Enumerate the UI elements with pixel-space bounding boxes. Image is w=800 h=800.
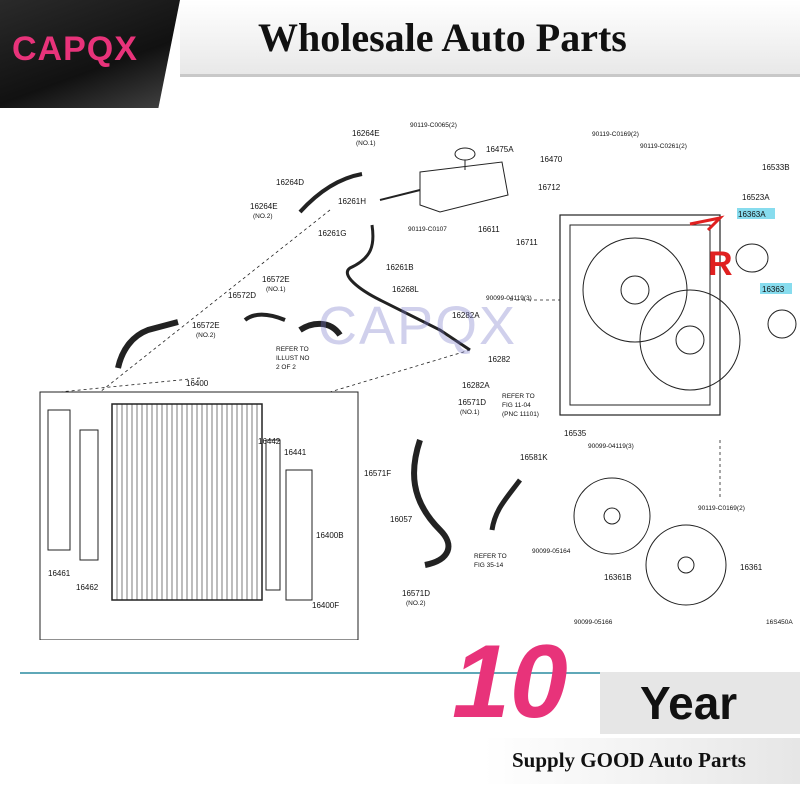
- label-16462: 16462: [76, 583, 99, 592]
- watermark: CAPQX: [318, 296, 518, 356]
- label-16571d-2: 16571D: [402, 589, 430, 598]
- fan-left-ring: [582, 237, 688, 343]
- year-label: Year: [640, 677, 738, 729]
- label-16441: 16441: [284, 448, 307, 457]
- tagline-bar: [484, 738, 800, 784]
- label-16361b: 16361B: [604, 573, 632, 582]
- label-16461: 16461: [48, 569, 71, 578]
- label-90119-c0169-top: 90119-C0169(2): [592, 131, 639, 138]
- label-16571d-1-note: (NO.1): [460, 409, 480, 416]
- label-diagram-code: 16S450A: [766, 619, 793, 626]
- label-16282a-1: 16282A: [452, 311, 480, 320]
- handwritten-mark-r: R: [708, 245, 733, 283]
- label-16261h: 16261H: [338, 197, 366, 206]
- hose-16268l: [346, 224, 471, 352]
- label-16400: 16400: [186, 379, 209, 388]
- label-16282a-2: 16282A: [462, 381, 490, 390]
- part-highlight-16363a: [737, 208, 775, 219]
- label-16571d-1: 16571D: [458, 398, 486, 407]
- label-refer-illust-2: ILLUST NO: [276, 355, 309, 362]
- label-90119-c0169-bot: 90119-C0169(2): [698, 505, 745, 512]
- label-16571f: 16571F: [364, 469, 391, 478]
- label-16535: 16535: [564, 429, 587, 438]
- label-16400b: 16400B: [316, 531, 344, 540]
- label-16470: 16470: [540, 155, 563, 164]
- label-90099-04119-mid: 90099-04119(3): [588, 443, 634, 450]
- label-16572e-2: 16572E: [192, 321, 220, 330]
- label-16264e-1-note: (NO.1): [356, 140, 376, 147]
- fan-16361b: [573, 477, 651, 555]
- brand-logo: CAPQX: [12, 30, 138, 68]
- label-16442: 16442: [258, 437, 281, 446]
- motor-16363a: [735, 243, 769, 273]
- label-16571d-2-note: (NO.2): [406, 600, 426, 607]
- label-16475a: 16475A: [486, 145, 514, 154]
- label-16261b: 16261B: [386, 263, 414, 272]
- label-refer-fig35-1: REFER TO: [474, 553, 507, 560]
- label-16712: 16712: [538, 183, 561, 192]
- label-16264e-1: 16264E: [352, 129, 380, 138]
- label-refer-fig-1: REFER TO: [502, 393, 535, 400]
- label-90099-05164: 90099-05164: [532, 548, 571, 555]
- label-16581k: 16581K: [520, 453, 548, 462]
- label-16533b: 16533B: [762, 163, 790, 172]
- footer-divider: [20, 672, 610, 674]
- label-16572e-1-note: (NO.1): [266, 286, 286, 293]
- seal-16462: [79, 429, 99, 561]
- reservoir-cap: [454, 147, 476, 161]
- handwritten-mark-arrow: [689, 215, 725, 232]
- label-16361: 16361: [740, 563, 763, 572]
- label-refer-fig-2: FIG 11-04: [502, 402, 531, 409]
- hose-16057: [411, 439, 452, 568]
- label-refer-illust-1: REFER TO: [276, 346, 309, 353]
- title-banner: [180, 0, 800, 77]
- hose-16264d: [298, 172, 363, 214]
- label-90119-c0107: 90119-C0107: [408, 226, 447, 233]
- label-16264e-2-note: (NO.2): [253, 213, 273, 220]
- seal-16442: [265, 439, 281, 591]
- label-16264e-2: 16264E: [250, 202, 278, 211]
- label-16572e-2-note: (NO.2): [196, 332, 216, 339]
- radiator-frame: [39, 391, 359, 640]
- year-label-box: [600, 672, 800, 734]
- page-title: Wholesale Auto Parts: [258, 15, 627, 60]
- label-16363a: 16363A: [738, 210, 766, 219]
- tagline: Supply GOOD Auto Parts: [512, 748, 746, 772]
- label-90119-c0065: 90119-C0065(2): [410, 122, 457, 129]
- label-90099-05166: 90099-05166: [574, 619, 613, 626]
- side-tank-16461: [47, 409, 71, 551]
- label-16611: 16611: [478, 225, 500, 234]
- label-refer-fig-3: (PNC 11101): [502, 411, 539, 418]
- label-refer-illust-3: 2 OF 2: [276, 364, 296, 371]
- label-16572e-1: 16572E: [262, 275, 290, 284]
- label-16400f: 16400F: [312, 601, 339, 610]
- label-90099-04119-top: 90099-04119(3): [486, 295, 532, 302]
- label-90119-c0261: 90119-C0261(2): [640, 143, 687, 150]
- fan-right-ring: [639, 289, 741, 391]
- cooling-system-diagram: R 16264E (NO.1) 90119-C0065(2) 16475A 16…: [39, 122, 797, 640]
- reservoir-tank: [419, 161, 509, 213]
- side-tank-16441: [285, 469, 313, 601]
- label-16268l: 16268L: [392, 285, 419, 294]
- years-number: 10: [452, 624, 568, 740]
- label-16264d: 16264D: [276, 178, 304, 187]
- fan-shroud-16711: [559, 214, 721, 416]
- label-16572d: 16572D: [228, 291, 256, 300]
- brand-banner: [0, 0, 180, 108]
- hose-16572d: [115, 319, 179, 369]
- label-16261g: 16261G: [318, 229, 346, 238]
- label-16363: 16363: [762, 285, 785, 294]
- fan-16361: [645, 524, 727, 606]
- label-16523a: 16523A: [742, 193, 770, 202]
- label-16711: 16711: [516, 238, 538, 247]
- label-16282: 16282: [488, 355, 511, 364]
- part-highlight-16363: [760, 283, 792, 294]
- motor-16363: [767, 309, 797, 339]
- label-refer-fig35-2: FIG 35-14: [474, 562, 504, 569]
- label-16057: 16057: [390, 515, 413, 524]
